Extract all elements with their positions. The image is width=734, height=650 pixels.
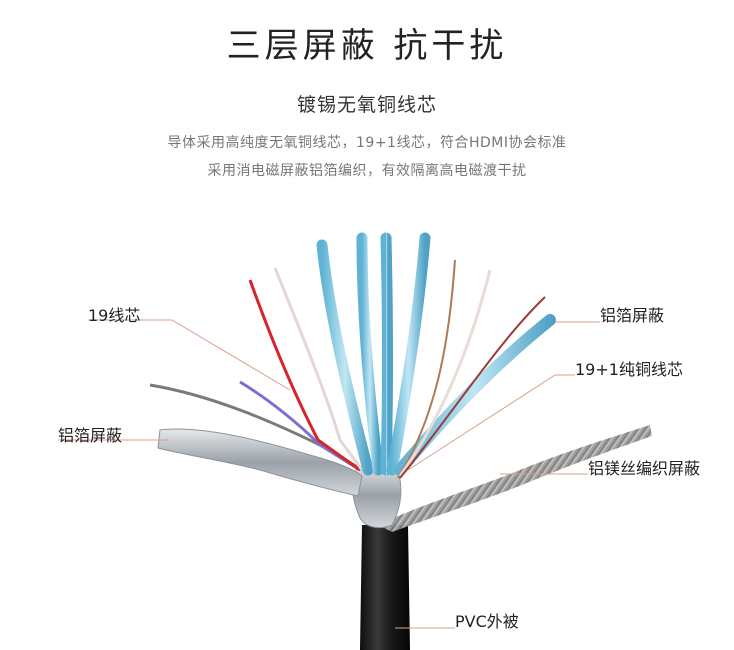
description-line-2: 采用消电磁屏蔽铝箔编织，有效隔离高电磁渡干扰 [207,163,527,179]
label-foil-left: 铝箔屏蔽 [58,426,123,445]
label-copper-core: 19+1纯铜线芯 [575,360,683,379]
wire-white-right [398,269,492,477]
wire-blue-4 [386,232,431,476]
wire-purple [239,380,361,472]
wire-blue-3 [380,232,393,476]
description-line-1: 导体采用高纯度无氧铜线芯，19+1线芯，符合HDMI协会标准 [167,135,567,151]
leader-copper [407,374,575,471]
wire-blue-2 [356,232,384,476]
label-core-19: 19线芯 [88,306,141,325]
pvc-jacket [360,525,410,650]
braid-shield [378,425,652,532]
wire-copper-right [397,259,456,479]
wire-blue-5 [394,314,556,476]
page-title: 三层屏蔽 抗干扰 [226,26,508,66]
foil-left-bundle [157,428,363,497]
label-braid: 铝镁丝编织屏蔽 [588,459,701,478]
wire-darkred-right [399,296,546,479]
label-jacket: PVC外被 [455,612,519,631]
page-subtitle: 镀锡无氧铜线芯 [296,94,437,116]
wire-blue-1 [316,239,374,476]
label-foil-right: 铝箔屏蔽 [600,306,665,325]
wire-white-left [273,267,364,471]
wire-red [248,279,361,472]
leader-core-19 [88,319,291,391]
